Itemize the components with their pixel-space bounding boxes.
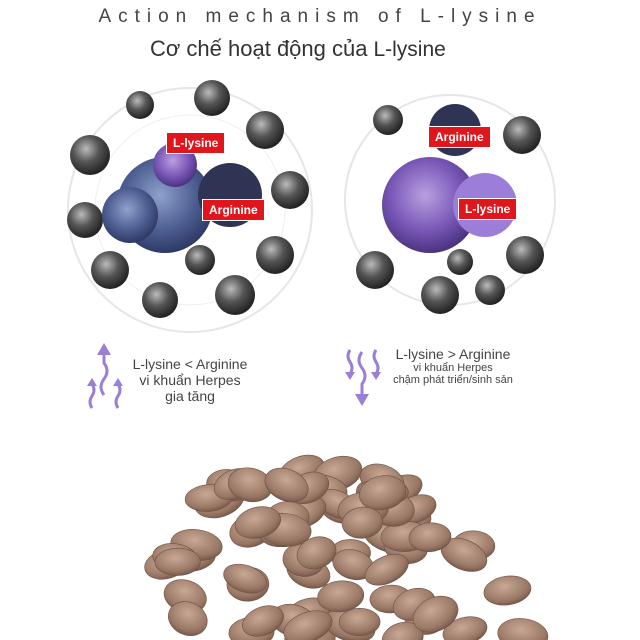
tablet-pile — [144, 454, 549, 640]
virus-particle — [91, 251, 129, 289]
virus-particle — [246, 111, 284, 149]
tablet — [296, 536, 337, 570]
tablet — [338, 608, 381, 636]
herpes-virus-cluster — [382, 157, 478, 253]
title-vi-text: Cơ chế hoạt động của — [150, 36, 368, 61]
virus-particle — [185, 245, 215, 275]
label-lysine-right: L-lysine — [458, 198, 518, 220]
tablet — [412, 595, 459, 633]
virus-particle — [126, 91, 154, 119]
tablet — [154, 547, 201, 576]
title-vi-highlight: L-lysine — [373, 38, 446, 61]
tablet — [408, 522, 452, 552]
virus-particle — [70, 135, 110, 175]
title-english: Action mechanism of L-lysine — [98, 6, 542, 27]
label-arginine-right: Arginine — [428, 126, 491, 148]
tablet — [234, 506, 281, 539]
virus-particle — [447, 249, 473, 275]
label-lysine-left: L-lysine — [166, 132, 226, 154]
virus-particle — [271, 171, 309, 209]
tablet — [442, 616, 488, 640]
tablet — [242, 605, 284, 637]
tablet — [283, 610, 333, 640]
caption-subject: vi khuẩn Herpes — [413, 362, 493, 374]
tablet — [381, 621, 424, 640]
right-caption: L-lysine > Arginine vi khuẩn Herpes chậm… — [378, 346, 528, 386]
caption-ratio: L-lysine > Arginine — [395, 346, 511, 362]
caption-effect: chậm phát triển/sinh sản — [393, 374, 513, 386]
virus-particle — [421, 276, 459, 314]
virus-particle — [142, 282, 178, 318]
label-arginine-left: Arginine — [202, 199, 265, 221]
virus-particle — [67, 202, 103, 238]
virus-particle — [256, 236, 294, 274]
caption-ratio: L-lysine < Arginine — [132, 356, 248, 372]
virus-particle — [506, 236, 544, 274]
virus-particle — [194, 80, 230, 116]
tablet — [358, 475, 407, 511]
tablet — [317, 580, 365, 613]
virus-particle — [503, 116, 541, 154]
tablet — [483, 575, 532, 606]
caption-effect: gia tăng — [165, 388, 215, 404]
arrows-up — [87, 343, 123, 409]
lysine-molecule — [153, 143, 197, 187]
virus-particle — [215, 275, 255, 315]
left-caption: L-lysine < Arginine vi khuẩn Herpes gia … — [110, 356, 270, 404]
tablet — [364, 553, 409, 586]
virus-particle — [475, 275, 505, 305]
virus-particle — [356, 251, 394, 289]
arrows-down — [345, 349, 381, 406]
tablet — [497, 618, 549, 640]
tablet — [264, 467, 309, 503]
tablet — [168, 601, 208, 636]
tablet — [341, 506, 384, 539]
caption-subject: vi khuẩn Herpes — [139, 372, 241, 388]
left-diagram — [67, 80, 313, 333]
virus-particle — [373, 105, 403, 135]
tablet — [223, 563, 267, 594]
